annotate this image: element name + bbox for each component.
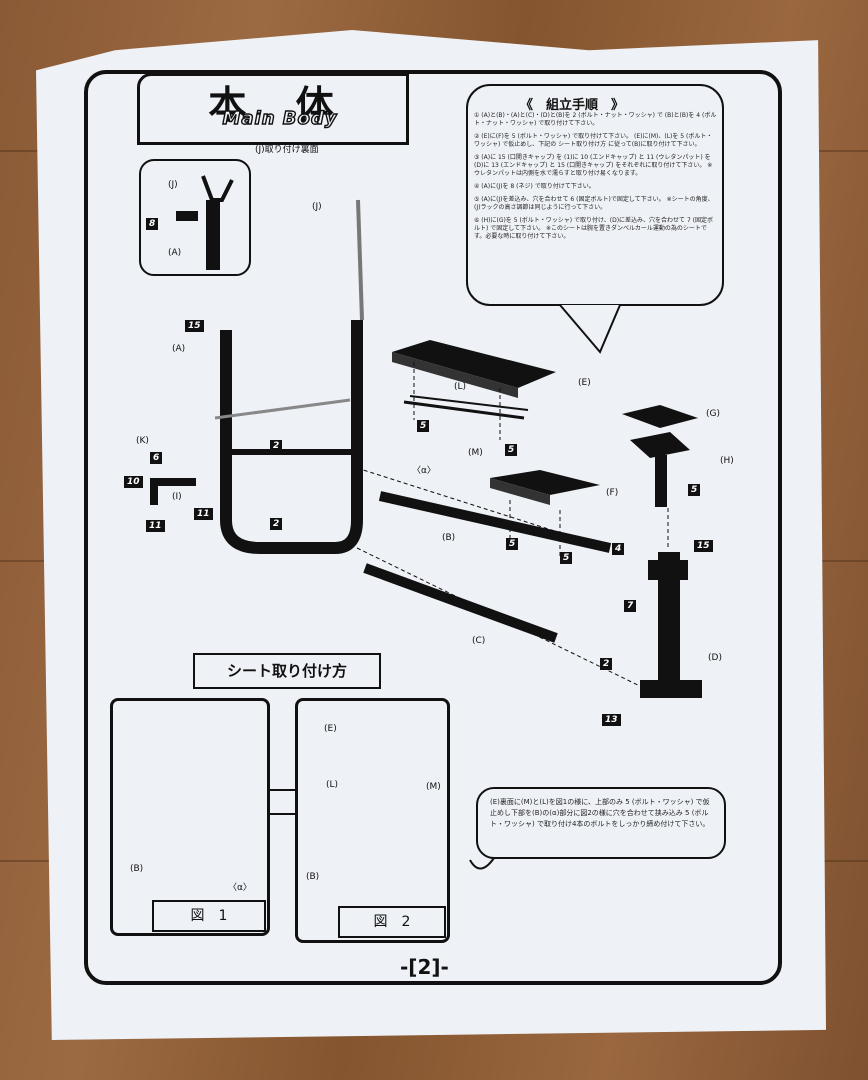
step-6: ⑥ (H)に(G)を 5 (ボルト・ワッシャ) で取り付け、(D)に差込み、穴を…	[474, 217, 714, 240]
part-num: 7	[624, 600, 637, 612]
label-j-back: (J)取り付け裏面	[255, 145, 319, 155]
label-f: (F)	[606, 488, 619, 498]
label-k: (K)	[136, 436, 149, 446]
figure-2	[295, 698, 450, 943]
step-1: ① (A)と(B)・(A)と(C)・(D)と(B)を 2 (ボルト・ナット・ワッ…	[474, 112, 717, 127]
rack-j-bar	[356, 199, 364, 321]
rail-l	[403, 400, 525, 420]
note-tail	[469, 857, 495, 870]
part-num: 4	[612, 543, 625, 555]
label-i: (I)	[172, 492, 182, 502]
seat-note: (E)裏面に(M)と(L)を図1の様に、上部のみ 5 (ボルト・ワッシャ) で仮…	[476, 787, 726, 859]
title-box	[137, 73, 409, 145]
label-l: (L)	[454, 382, 467, 392]
step-5: ⑤ (A)に(J)を差込み、穴を合わせて 6 (固定ボルト)で固定して下さい。 …	[474, 196, 714, 211]
label-c: (C)	[472, 636, 486, 646]
label-alpha: 〈α〉	[412, 466, 436, 476]
label-b: (B)	[442, 533, 456, 543]
page-subtitle: Main Body	[222, 107, 338, 129]
page-frame	[84, 70, 782, 985]
part-num: 5	[417, 420, 430, 432]
seat-e	[392, 340, 556, 388]
frame-a	[220, 320, 363, 554]
part-num: 15	[694, 540, 713, 552]
step-3: ③ (A)に 15 (口開きキャップ) を (1)に 10 (エンドキャップ) …	[474, 154, 713, 177]
part-num: 5	[506, 538, 519, 550]
inset-box	[139, 159, 251, 276]
label-d: (D)	[708, 653, 722, 663]
fig1-label-alpha: 〈α〉	[228, 883, 252, 893]
seat-f	[490, 470, 600, 495]
instructions-steps: ① (A)と(B)・(A)と(C)・(D)と(B)を 2 (ボルト・ナット・ワッ…	[474, 112, 718, 246]
figure-2-caption: 図 2	[338, 906, 446, 938]
page-number: -[2]-	[400, 955, 449, 979]
label-g: (G)	[706, 409, 720, 419]
label-a: (A)	[172, 344, 186, 354]
instructions-bubble	[466, 84, 724, 306]
step-2: ② (E)に(F)を 5 (ボルト・ワッシャ) で取り付けて下さい。 (E)に(…	[474, 133, 713, 148]
label-j: (J)	[312, 202, 322, 212]
part-num: 13	[602, 714, 621, 726]
bench-rail-b	[378, 491, 612, 553]
part-num: 11	[146, 520, 165, 532]
part-num: 2	[270, 518, 283, 530]
page-title: 本 体	[208, 82, 352, 127]
step-4: ④ (A)に(J)を 8 (ネジ) で取り付けて下さい。	[474, 183, 595, 190]
part-i	[150, 478, 196, 505]
part-num: 11	[194, 508, 213, 520]
fig1-label-b: (B)	[130, 864, 144, 874]
part-num: 5	[688, 484, 701, 496]
fig2-label-m: (M)	[426, 782, 441, 792]
post-h	[655, 455, 667, 507]
bubble-tail	[559, 304, 621, 354]
part-num: 2	[270, 440, 283, 452]
part-num: 5	[560, 552, 573, 564]
inset-screw	[176, 211, 198, 221]
figure-1-caption: 図 1	[152, 900, 266, 932]
rail-m	[409, 395, 529, 411]
rod-k	[214, 398, 351, 420]
fig2-label-b: (B)	[306, 872, 320, 882]
label-a-inset: (A)	[168, 248, 182, 258]
plate-h	[630, 432, 690, 458]
part-num: 2	[600, 658, 613, 670]
label-e: (E)	[578, 378, 591, 388]
part-num: 5	[505, 444, 518, 456]
part-num: 15	[185, 320, 204, 332]
seat-section-title: シート取り付け方	[193, 653, 381, 689]
part-num: 8	[146, 218, 159, 230]
inset-upright	[206, 200, 220, 270]
label-h: (H)	[720, 456, 734, 466]
base-d	[640, 680, 702, 698]
label-j-inset: (J)	[168, 180, 178, 190]
bar-c	[363, 563, 558, 643]
inset-hook	[201, 175, 234, 202]
label-m: (M)	[468, 448, 483, 458]
part-num: 10	[124, 476, 143, 488]
figure-1	[110, 698, 270, 936]
fig2-label-e: (E)	[324, 724, 337, 734]
part-num: 6	[150, 452, 163, 464]
pad-g	[622, 405, 698, 428]
post-d	[658, 552, 680, 692]
fig2-label-l: (L)	[326, 780, 339, 790]
instructions-title: 《 組立手順 》	[520, 98, 625, 113]
